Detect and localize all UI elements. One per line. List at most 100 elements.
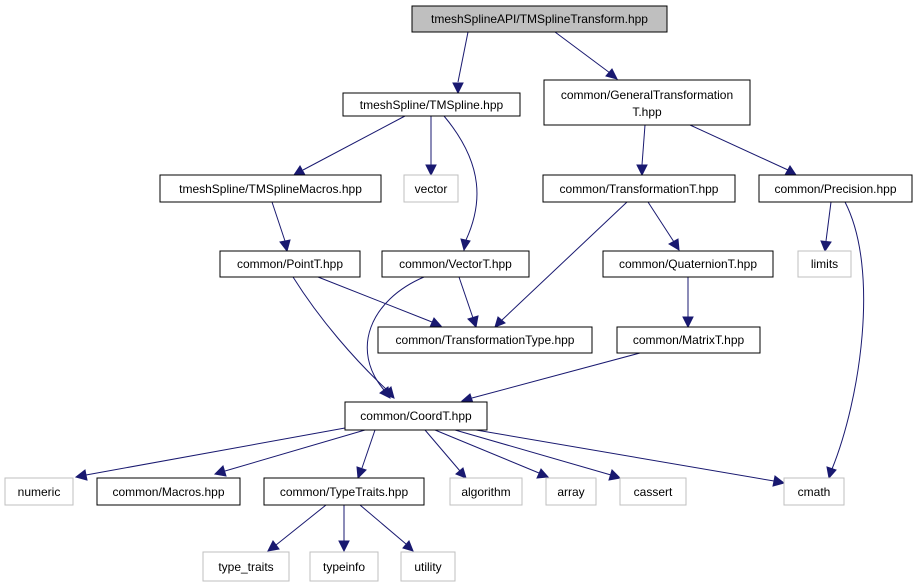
arrowhead-icon	[636, 164, 648, 177]
edge-coordt-macros	[224, 429, 366, 472]
node-precision[interactable]: common/Precision.hpp	[758, 174, 913, 203]
node-tmsplinetransform: tmeshSplineAPI/TMSplineTransform.hpp	[411, 5, 668, 33]
arrowhead-icon	[425, 164, 437, 177]
node-cmath: cmath	[783, 477, 845, 506]
arrowhead-icon	[772, 475, 786, 487]
edge-generaltransform-transformationt	[641, 124, 646, 166]
node-label: cassert	[634, 485, 673, 499]
node-pointt[interactable]: common/PointT.hpp	[219, 250, 361, 278]
node-matrixt[interactable]: common/MatrixT.hpp	[616, 326, 761, 354]
node-generaltransformationt[interactable]: common/GeneralTransformation T.hpp	[543, 79, 751, 126]
arrowhead-icon	[74, 469, 88, 481]
node-label: common/TransformationT.hpp	[560, 182, 719, 196]
arrowhead-icon	[429, 317, 443, 328]
node-typetraits[interactable]: common/TypeTraits.hpp	[263, 477, 425, 506]
edge-tmspline-macrosspline	[302, 115, 406, 171]
node-macros[interactable]: common/Macros.hpp	[96, 477, 241, 506]
edge-generaltransform-precision	[689, 124, 789, 171]
node-label: common/PointT.hpp	[237, 257, 343, 271]
node-label: cmath	[798, 485, 831, 499]
node-label: common/Precision.hpp	[774, 182, 896, 196]
node-label: common/QuaternionT.hpp	[619, 257, 757, 271]
node-vector: vector	[403, 174, 459, 203]
node-numeric: numeric	[4, 477, 74, 506]
arrowhead-icon	[820, 240, 832, 253]
node-coordt[interactable]: common/CoordT.hpp	[344, 401, 488, 431]
arrowhead-icon	[279, 239, 291, 253]
arrowhead-icon	[784, 165, 797, 176]
node-label: common/CoordT.hpp	[360, 409, 472, 423]
edge-transformationt-quaternion	[647, 201, 675, 243]
node-algorithm: algorithm	[449, 477, 523, 506]
edge-typetraits-utility	[359, 504, 407, 545]
edge-coordt-cassert	[454, 429, 612, 476]
arrowhead-icon	[826, 466, 837, 480]
arrowhead-icon	[668, 238, 680, 251]
node-label: common/MatrixT.hpp	[633, 333, 745, 347]
node-limits: limits	[797, 250, 852, 278]
arrowhead-icon	[356, 466, 367, 480]
node-label: common/TransformationType.hpp	[396, 333, 575, 347]
node-tmspline[interactable]: tmeshSpline/TMSpline.hpp	[342, 92, 521, 117]
graph-edges	[74, 31, 865, 553]
node-label: common/Macros.hpp	[112, 485, 224, 499]
edge-precision-limits	[825, 201, 832, 242]
node-label: common/VectorT.hpp	[399, 257, 512, 271]
node-label: array	[557, 485, 584, 499]
node-label: tmeshSpline/TMSplineMacros.hpp	[179, 182, 362, 196]
edge-vectort-transftype	[458, 276, 474, 319]
node-label: tmeshSplineAPI/TMSplineTransform.hpp	[431, 12, 648, 26]
arrowhead-icon	[605, 68, 618, 80]
node-label-line2: T.hpp	[632, 105, 662, 119]
node-array: array	[545, 477, 597, 506]
edge-coordt-algorithm	[424, 429, 461, 472]
arrowhead-icon	[267, 540, 280, 552]
edge-vectort-coordt	[366, 276, 425, 391]
edge-coordt-numeric	[85, 427, 346, 476]
arrowhead-icon	[293, 165, 306, 176]
arrowhead-icon	[460, 238, 471, 252]
node-label: common/GeneralTransformation	[561, 88, 733, 102]
arrowhead-icon	[682, 316, 694, 329]
node-tmsplinemacros[interactable]: tmeshSpline/TMSplineMacros.hpp	[159, 174, 382, 203]
node-typeinfo: typeinfo	[309, 551, 379, 582]
edge-tmspline-vectort	[443, 115, 478, 241]
arrowhead-icon	[455, 467, 467, 479]
arrowhead-icon	[452, 82, 464, 95]
edge-transformationt-transftype	[501, 201, 628, 321]
node-label: numeric	[18, 485, 61, 499]
node-label: common/TypeTraits.hpp	[280, 485, 409, 499]
node-type_traits: type_traits	[202, 551, 290, 582]
node-transformationt[interactable]: common/TransformationT.hpp	[542, 174, 736, 203]
edge-matrixt-coordt	[471, 352, 641, 399]
node-vectort[interactable]: common/VectorT.hpp	[381, 250, 530, 278]
edge-precision-cmath	[831, 201, 865, 470]
edge-root-tmspline	[457, 31, 469, 83]
arrowhead-icon	[467, 315, 479, 329]
node-label: utility	[414, 560, 441, 574]
node-label: typeinfo	[323, 560, 365, 574]
edge-macrosspline-pointt	[271, 201, 286, 242]
node-label: tmeshSpline/TMSpline.hpp	[360, 98, 504, 112]
node-label: type_traits	[218, 560, 273, 574]
arrowhead-icon	[379, 386, 391, 399]
node-label: vector	[415, 182, 448, 196]
node-label: limits	[811, 257, 838, 271]
graph-nodes: tmeshSplineAPI/TMSplineTransform.hpp tme…	[4, 5, 913, 582]
node-utility: utility	[400, 551, 456, 582]
node-transformationtype[interactable]: common/TransformationType.hpp	[377, 326, 593, 354]
arrowhead-icon	[338, 540, 350, 553]
arrowhead-icon	[402, 540, 414, 552]
edge-typetraits-type_traits	[275, 504, 327, 546]
arrowhead-icon	[213, 465, 227, 477]
node-quaterniont[interactable]: common/QuaternionT.hpp	[602, 250, 774, 278]
edge-coordt-cmath	[475, 429, 775, 482]
arrowhead-icon	[536, 468, 550, 479]
node-cassert: cassert	[619, 477, 687, 506]
node-label: algorithm	[461, 485, 510, 499]
arrowhead-icon	[494, 316, 506, 328]
edge-coordt-typetraits	[361, 429, 376, 469]
edge-coordt-array	[434, 429, 540, 474]
arrowhead-icon	[608, 469, 622, 481]
